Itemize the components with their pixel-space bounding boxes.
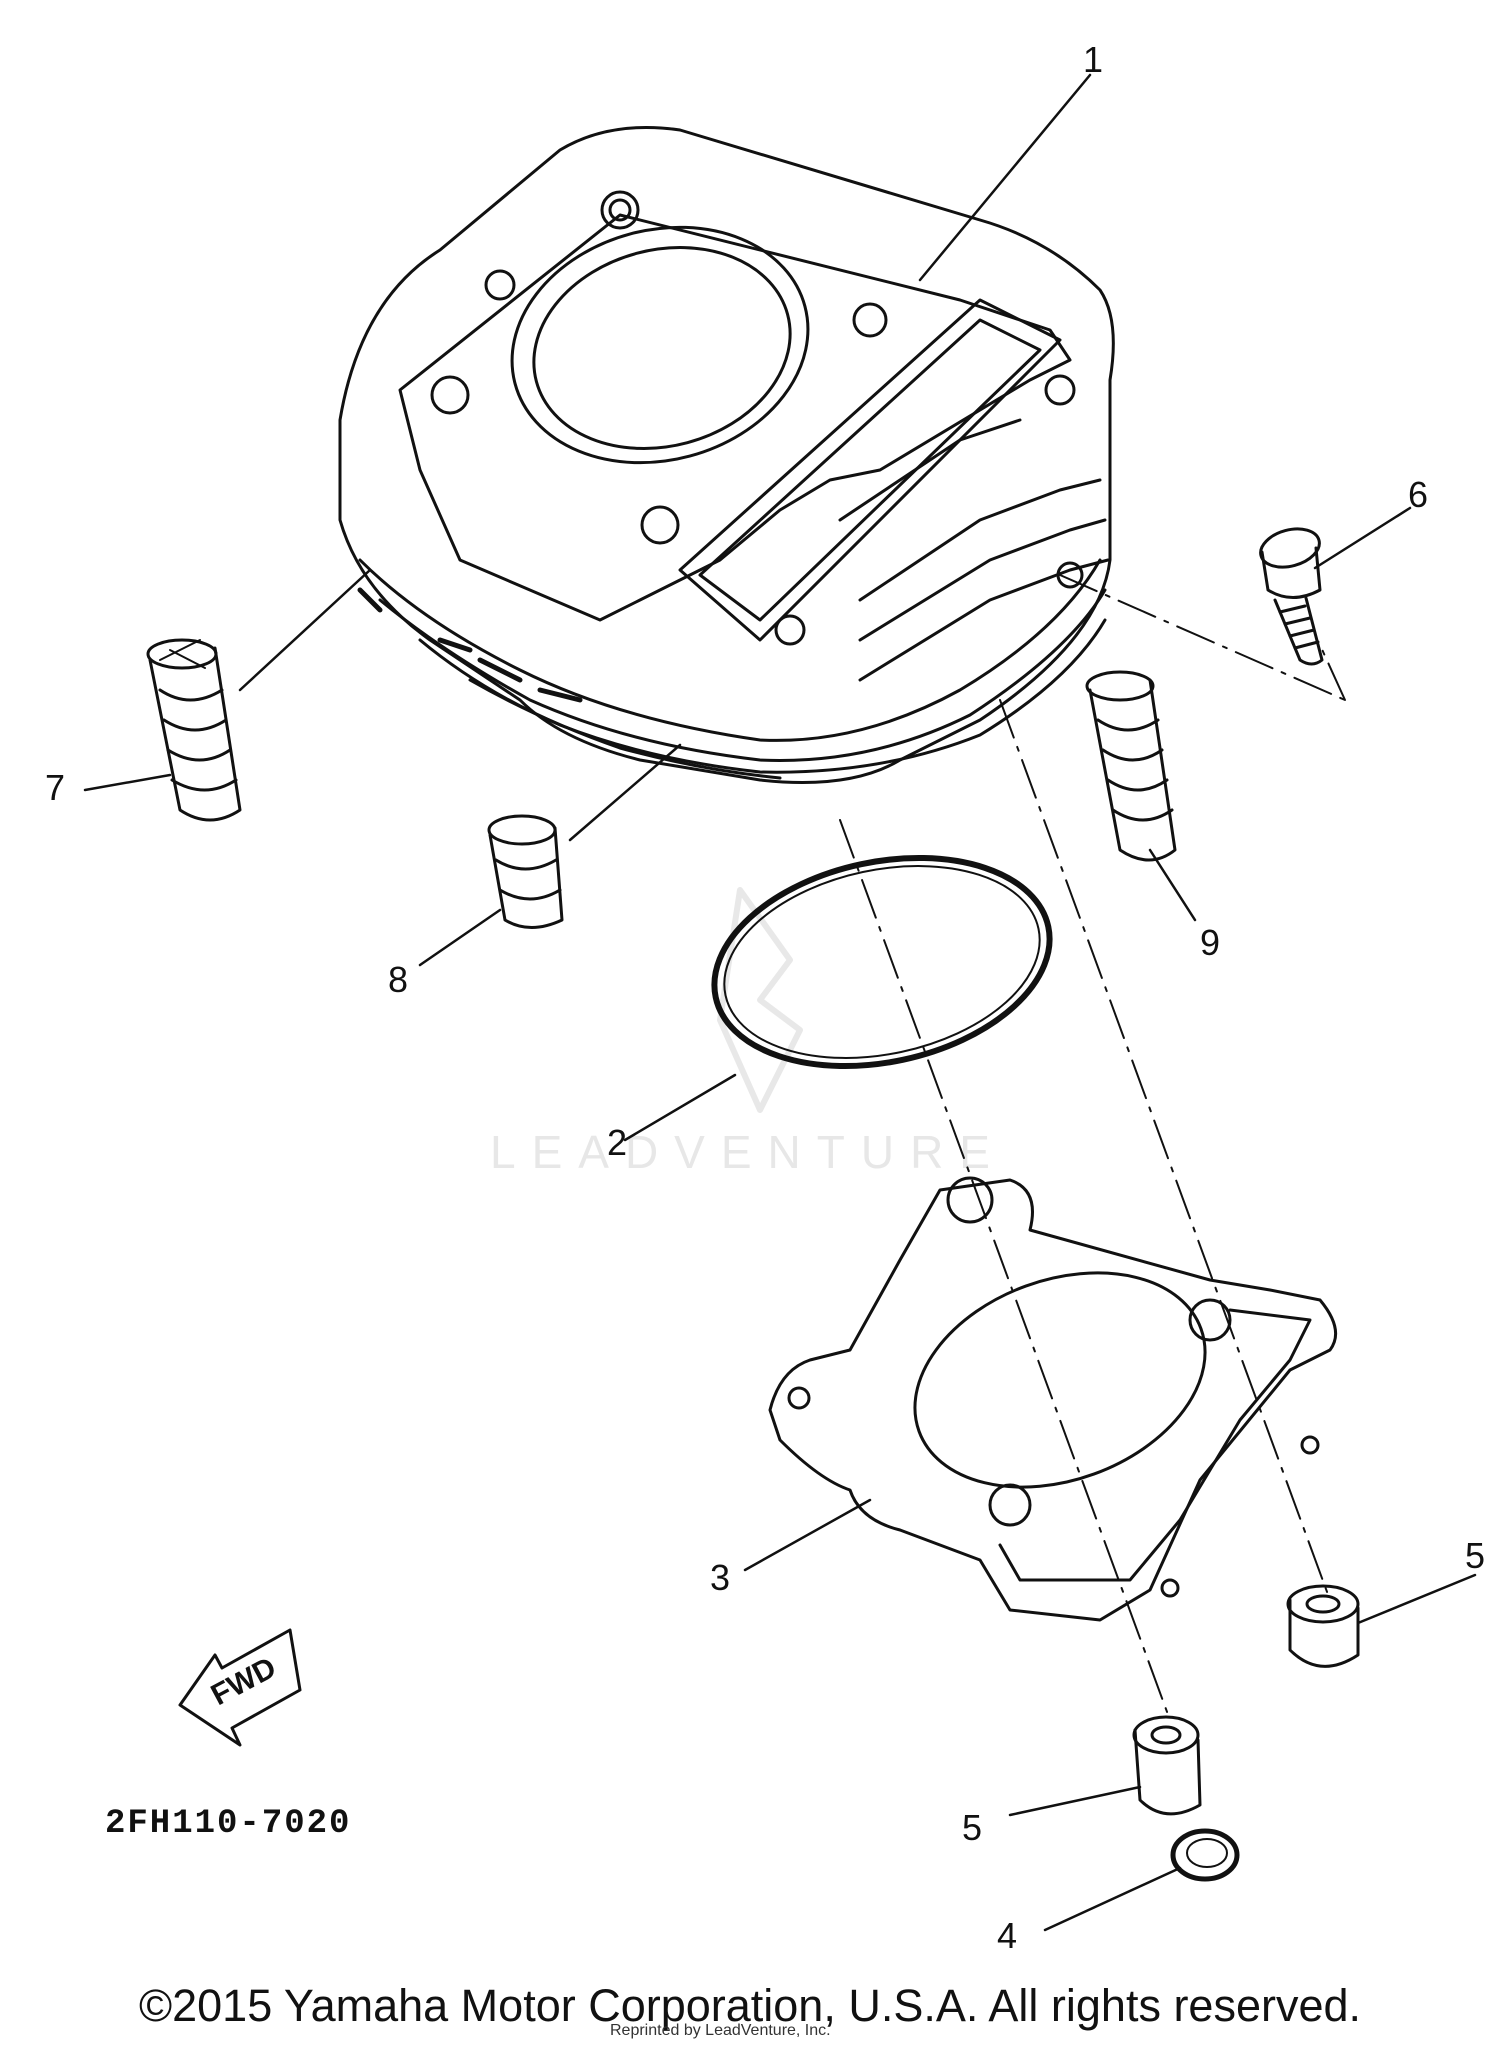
callout-5a: 5 (1465, 1535, 1485, 1576)
cylinder-part (338, 126, 1115, 784)
reprint-notice: Reprinted by LeadVenture, Inc. (610, 2022, 831, 2039)
alignment-lines (839, 574, 1346, 1721)
stud-part-8 (487, 814, 564, 929)
clip-part (1170, 1828, 1240, 1882)
leader-lines (83, 73, 1477, 1932)
stud-part-7 (146, 638, 242, 822)
o-ring-part (711, 854, 1053, 1070)
dowel-pin-part-b (1132, 1715, 1202, 1816)
callout-9: 9 (1200, 922, 1220, 963)
callout-4: 4 (997, 1915, 1017, 1956)
watermark-text: LEADVENTURE (490, 1126, 1006, 1178)
callout-1: 1 (1083, 39, 1103, 80)
callout-3: 3 (710, 1557, 730, 1598)
callout-5b: 5 (962, 1807, 982, 1848)
watermark-logo (717, 887, 803, 1113)
stud-part-9 (1085, 670, 1177, 862)
callout-6: 6 (1408, 474, 1428, 515)
fwd-arrow-icon: FWD (178, 1628, 302, 1747)
bolt-part (1259, 527, 1324, 666)
callout-8: 8 (388, 959, 408, 1000)
copyright-notice: ©2015 Yamaha Motor Corporation, U.S.A. A… (138, 1980, 1362, 2031)
callout-2: 2 (607, 1122, 627, 1163)
callout-7: 7 (45, 767, 65, 808)
gasket-part (768, 1176, 1338, 1622)
callout-labels: 1 2 3 4 5 5 6 7 8 9 2FH110-7020 (45, 39, 1485, 1956)
dowel-pin-part-a (1286, 1584, 1360, 1668)
diagram-code: 2FH110-7020 (105, 1805, 351, 1843)
